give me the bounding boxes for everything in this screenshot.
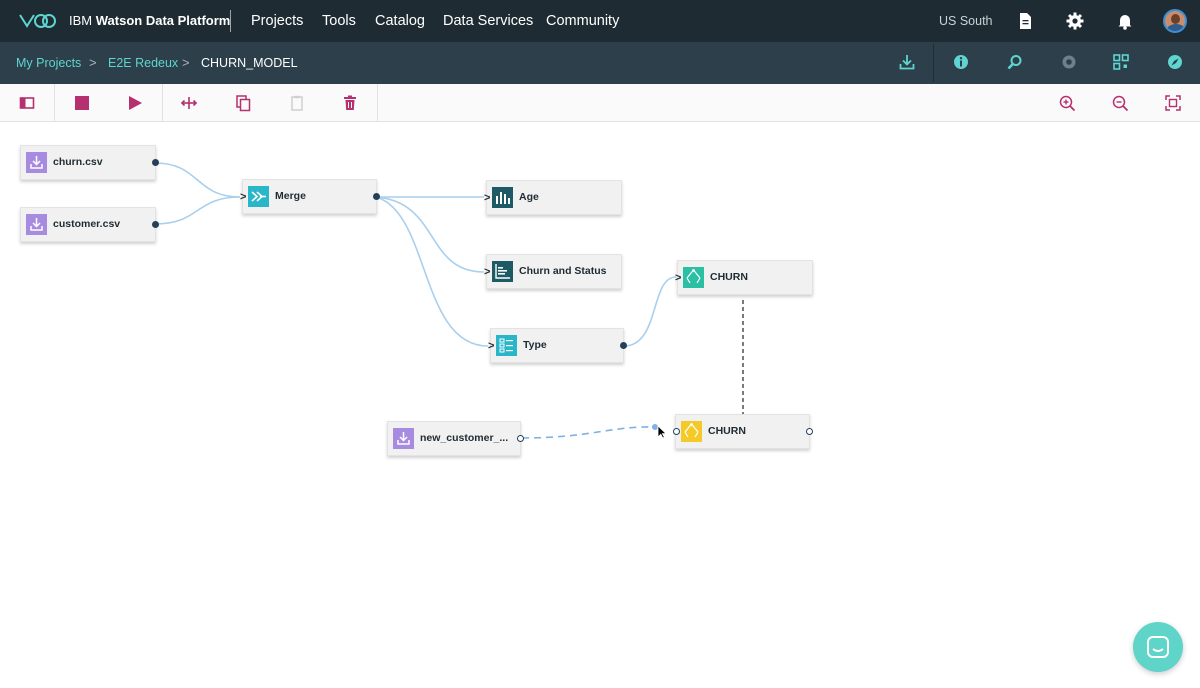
input-port[interactable]: > [488,340,495,352]
nav-divider [230,10,231,32]
input-port[interactable]: > [484,192,491,204]
info-icon[interactable] [952,53,970,71]
toggle-palette-icon[interactable] [18,94,36,112]
fit-to-screen-icon[interactable] [1164,94,1182,112]
breadcrumb-separator: > [89,55,97,70]
input-port[interactable]: > [240,191,247,203]
node-type[interactable]: > Type [488,328,627,363]
output-port[interactable] [806,428,813,435]
settings-gear-icon[interactable] [1065,11,1085,31]
import-icon [393,428,414,449]
node-links [154,162,744,439]
stop-icon[interactable] [73,94,91,112]
nav-catalog[interactable]: Catalog [375,13,425,29]
watson-logo-icon[interactable] [18,12,56,30]
toolbar-divider [162,84,163,122]
nav-tools[interactable]: Tools [322,13,356,29]
nav-community[interactable]: Community [546,13,620,29]
link-merge-type [375,196,489,347]
breadcrumb-my-projects[interactable]: My Projects [16,56,82,70]
product-title[interactable]: IBM Watson Data Platform [69,13,230,28]
notification-bell-icon[interactable] [1115,11,1135,31]
node-churn-and-status[interactable]: > Churn and Status [484,254,622,289]
input-port[interactable] [673,428,680,435]
node-label: Merge [275,190,306,202]
node-label: Churn and Status [519,265,607,277]
type-icon [496,335,517,356]
import-icon [26,152,47,173]
download-icon[interactable] [898,53,916,71]
node-new-customer[interactable]: new_customer_... [387,421,524,456]
find-icon[interactable] [1006,53,1024,71]
run-icon[interactable] [126,94,144,112]
node-label: Age [519,191,539,203]
output-port[interactable] [517,435,524,442]
import-icon [26,214,47,235]
link-merge-status [375,196,485,273]
region-selector[interactable]: US South [939,14,993,28]
node-label: customer.csv [53,218,121,230]
distribution-icon [492,261,513,282]
compass-icon[interactable] [1166,53,1184,71]
input-port[interactable]: > [675,272,682,284]
output-port[interactable] [373,193,380,200]
model-nugget-icon [681,421,702,442]
breadcrumb-bar [0,42,1200,84]
mouse-cursor-icon [657,425,667,439]
node-label: CHURN [710,271,748,283]
node-label: new_customer_... [420,432,509,444]
node-churn-scored[interactable]: CHURN [673,414,813,449]
output-port[interactable] [152,221,159,228]
nav-data-services[interactable]: Data Services [443,13,534,29]
chat-icon [1147,636,1169,658]
node-churn-csv[interactable]: churn.csv [20,145,159,180]
zoom-out-icon[interactable] [1111,94,1129,112]
link-churn-merge [154,162,241,198]
link-new-customer-scored [521,426,656,439]
toolbar-divider [54,84,55,122]
paste-icon[interactable] [288,94,306,112]
brand-name: Watson Data Platform [95,13,231,28]
link-customer-merge [154,196,241,225]
output-port[interactable] [152,159,159,166]
toolbar-divider [377,84,378,122]
node-customer-csv[interactable]: customer.csv [20,207,159,242]
zoom-in-icon[interactable] [1058,94,1076,112]
output-port[interactable] [620,342,627,349]
model-builder-icon [683,267,704,288]
node-merge[interactable]: > Merge [240,179,380,214]
document-icon[interactable] [1015,11,1035,31]
split-icon[interactable] [180,94,198,112]
histogram-icon [492,187,513,208]
flow-canvas[interactable]: churn.csv customer.csv > Merge > [0,122,1200,688]
breadcrumb-separator: > [182,55,190,70]
breadcrumb-project[interactable]: E2E Redeux [108,56,179,70]
node-age[interactable]: > Age [484,180,622,215]
brand-prefix: IBM [69,13,93,28]
node-label: CHURN [708,425,746,437]
delete-icon[interactable] [341,94,359,112]
breadcrumb-current: CHURN_MODEL [201,56,298,70]
palette-icon[interactable] [1060,53,1078,71]
copy-icon[interactable] [234,94,252,112]
user-avatar[interactable] [1163,9,1187,33]
link-type-churn [623,276,677,347]
node-churn-model[interactable]: > CHURN [675,260,813,295]
nav-projects[interactable]: Projects [251,13,304,29]
merge-icon [248,186,269,207]
node-label: churn.csv [53,156,103,168]
crumb-divider [933,44,934,82]
top-navigation-bar: IBM Watson Data Platform Projects Tools … [0,0,1200,42]
chat-support-button[interactable] [1133,622,1183,672]
input-port[interactable]: > [484,266,491,278]
canvas-toolbar [0,84,1200,122]
node-label: Type [523,339,547,351]
settings-grid-icon[interactable] [1112,53,1130,71]
